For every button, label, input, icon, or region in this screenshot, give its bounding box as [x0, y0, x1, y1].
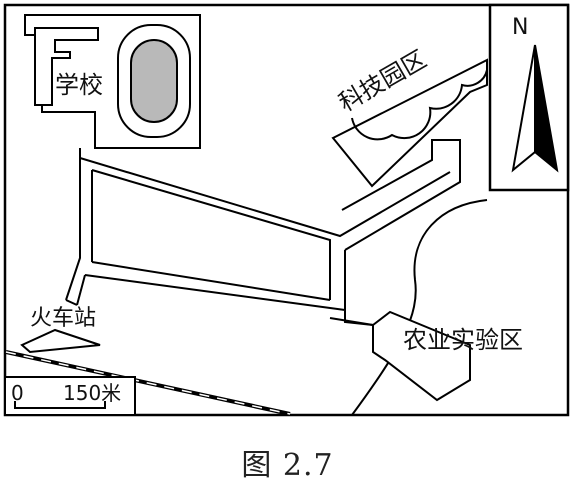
map-canvas: N 学校 科技园区 农业实验区 火车站 [3, 3, 570, 417]
scale-bar: 0 150米 [4, 376, 136, 416]
agri-zone-area: 农业实验区 [372, 310, 523, 402]
school-area: 学校 [24, 14, 201, 149]
north-label: N [512, 15, 528, 40]
railway [5, 350, 291, 416]
sports-field [130, 39, 178, 123]
scale-value-label: 150米 [63, 381, 121, 405]
north-arrow-icon [534, 44, 559, 173]
train-station-platform [20, 328, 101, 354]
school-building [34, 27, 99, 106]
agri-zone-label: 农业实验区 [403, 326, 523, 354]
train-station-label: 火车站 [30, 306, 96, 331]
train-station-area: 火车站 [20, 306, 101, 354]
scale-bar-line [14, 401, 106, 409]
north-arrow: N [488, 3, 570, 192]
school-label: 学校 [55, 71, 103, 99]
river-boundary [351, 199, 488, 416]
road-network [65, 139, 461, 326]
scale-zero-label: 0 [11, 381, 24, 405]
figure-caption: 图 2.7 [241, 448, 334, 483]
